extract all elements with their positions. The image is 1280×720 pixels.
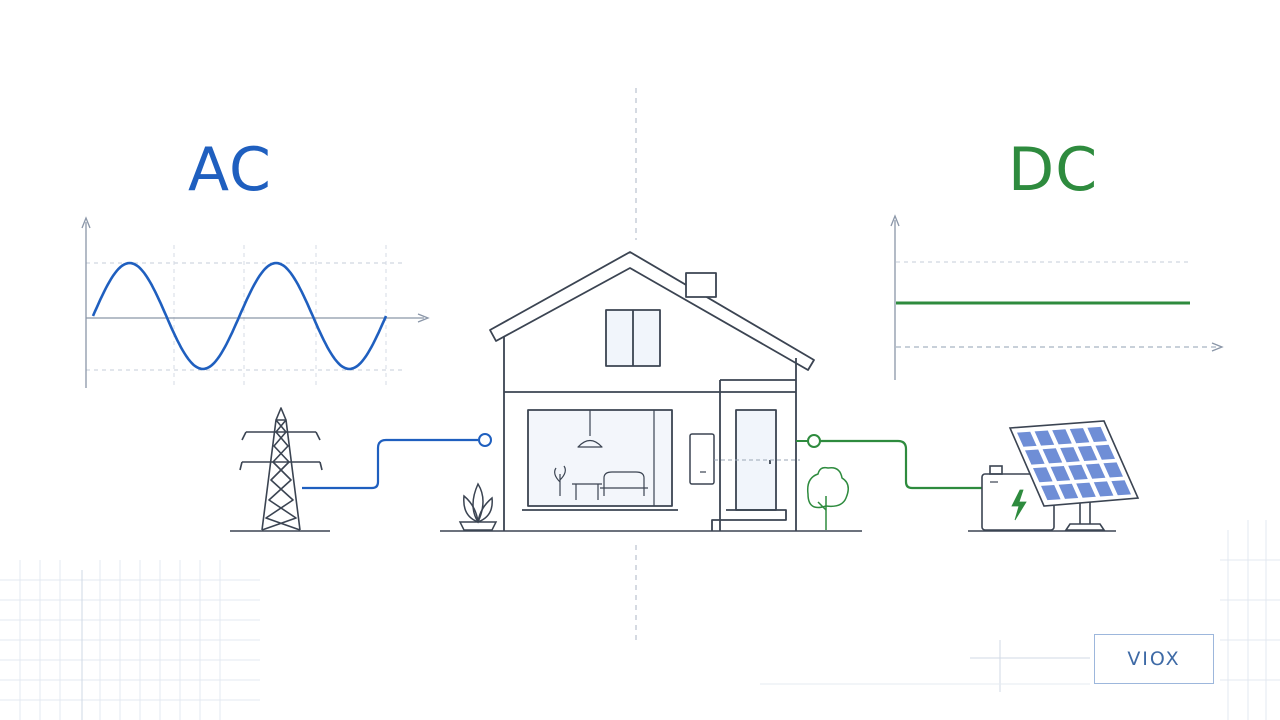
background-grid-bottom-right [760, 520, 1280, 720]
house-chimney [685, 272, 717, 298]
solar-cell [1052, 429, 1072, 445]
house-roof [489, 251, 815, 371]
tree-icon [806, 466, 849, 530]
dc-x-axis-arrow [1211, 342, 1224, 352]
ac-waveform-chart [81, 216, 430, 388]
wall-inverter-icon [689, 433, 715, 485]
solar-cell [1033, 467, 1053, 483]
house-wall [503, 336, 797, 531]
solar-cell [1025, 449, 1045, 465]
solar-cell [1050, 466, 1071, 482]
dc-wire [820, 439, 984, 490]
dc-waveform-chart [890, 214, 1224, 380]
solar-cell [1095, 444, 1115, 460]
solar-cell [1017, 431, 1037, 447]
solar-panel-icon [1008, 420, 1140, 531]
ac-sine-wave [91, 261, 388, 371]
house-living-window [527, 409, 673, 507]
solar-cell [1042, 448, 1063, 464]
plant-icon [458, 482, 498, 531]
solar-cell [1060, 447, 1080, 463]
dc-title: DC [1008, 135, 1099, 205]
solar-cell [1068, 464, 1088, 480]
house-door-step [711, 509, 787, 531]
solar-cell [1034, 430, 1055, 446]
solar-cell [1111, 480, 1131, 496]
house-annex [719, 379, 796, 531]
solar-cell [1103, 462, 1123, 478]
dc-y-axis-arrow [890, 214, 900, 227]
solar-cell [1041, 485, 1061, 501]
solar-cell [1087, 426, 1107, 442]
ac-x-axis-arrow [417, 313, 430, 323]
table-icon [572, 483, 602, 500]
background-grid-bottom-left [0, 560, 260, 720]
indoor-plant-icon [554, 465, 566, 496]
ac-title: AC [188, 135, 272, 205]
lightning-bolt-icon [1011, 489, 1027, 521]
pendant-lamp-icon [577, 439, 603, 448]
ac-y-axis-arrow [81, 216, 91, 229]
solar-cell [1058, 483, 1079, 499]
solar-cell [1085, 463, 1106, 479]
dc-connector [807, 434, 821, 448]
solar-cell [1093, 481, 1114, 497]
house-icon [489, 251, 815, 531]
solar-cell [1076, 482, 1096, 498]
sofa-icon [600, 471, 648, 496]
solar-cell [1077, 445, 1098, 461]
ac-connector [478, 433, 492, 447]
brand-logo: VIOX [1094, 634, 1214, 684]
ac-wire [302, 438, 478, 490]
transmission-tower-icon [239, 407, 323, 531]
solar-cell [1069, 428, 1090, 444]
